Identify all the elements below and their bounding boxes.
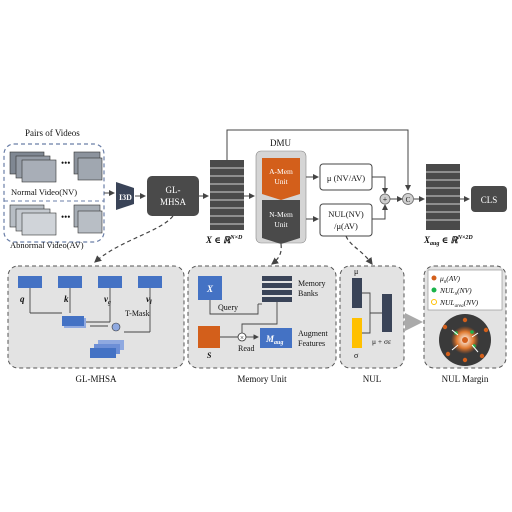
query-label: Query (218, 303, 238, 312)
nul-label-1: NUL(NV) (328, 209, 364, 219)
cls-label: CLS (481, 195, 498, 205)
mu-to-sample (362, 292, 382, 314)
legend-mu-icon (431, 275, 437, 281)
nmem-unit (262, 200, 300, 244)
arrow-mu-to-plus (372, 176, 388, 194)
abnormal-video-label: Abnormal Video(AV) (10, 240, 84, 250)
svg-text:•••: ••• (61, 158, 70, 168)
vg-label: vg (104, 294, 111, 306)
memory-banks-label-1: Memory (298, 279, 326, 288)
margin-panel-caption: NUL Margin (442, 374, 489, 384)
x-block-label: X (206, 284, 214, 294)
memory-banks-icon (262, 276, 292, 302)
query-line (209, 300, 259, 315)
mu-nv-av-label: μ (NV/AV) (327, 173, 365, 183)
sigma-to-sample (362, 313, 371, 334)
xaug-feature-stack (426, 164, 460, 230)
read-node-symbol: × (240, 334, 244, 342)
connector-dmu-detail (271, 243, 282, 265)
x-dimension-label: X ∈ ℝN×D (205, 235, 243, 245)
nul-label-2: /μ(AV) (334, 221, 358, 231)
amem-unit (262, 158, 300, 200)
memory-panel-caption: Memory Unit (237, 374, 287, 384)
glmhsa-panel-caption: GL-MHSA (75, 374, 117, 384)
sigma-label: σ (354, 351, 359, 360)
legend-nul-label: NULn(NV) (439, 286, 472, 297)
legend-nul-area-icon (431, 299, 437, 305)
glmhsa-attention-maps (62, 316, 124, 358)
sample-bar (382, 294, 392, 332)
skip-connection-line (226, 129, 411, 191)
augment-label-2: Features (298, 339, 325, 348)
svg-text:•••: ••• (61, 212, 70, 222)
vl-label: vl (146, 294, 152, 306)
normal-video-label: Normal Video(NV) (11, 187, 77, 197)
banks-to-read (241, 302, 278, 333)
maug-label: Maug (265, 334, 283, 346)
glmhsa-label-2: MHSA (160, 197, 187, 207)
connector-glmhsa-detail (94, 215, 174, 263)
glmhsa-lines (29, 288, 151, 333)
nul-formula: μ + σε (372, 337, 391, 346)
nul-panel-caption: NUL (363, 374, 382, 384)
glmhsa-panel (7, 265, 185, 369)
glmhsa-inputs (18, 276, 162, 288)
s-caption: S (207, 351, 212, 360)
amem-label-2: Unit (274, 177, 288, 186)
connector-nul-detail (345, 235, 373, 265)
x-block (198, 276, 222, 300)
sigma-bar (352, 318, 362, 348)
margin-illustration (439, 314, 491, 366)
arrow-nul-to-plus (372, 204, 388, 220)
normal-video-frames: ••• (9, 151, 103, 183)
s-block (198, 326, 220, 348)
memory-banks-label-2: Banks (298, 289, 318, 298)
mu-bar (352, 278, 362, 308)
tmask-label: T-Mask (125, 309, 150, 318)
concat-node (402, 193, 414, 205)
k-label: k (64, 294, 69, 304)
augment-label-1: Augment (298, 329, 329, 338)
nul-panel (339, 265, 405, 369)
x-feature-stack (210, 160, 244, 230)
margin-legend (427, 269, 503, 311)
dmu-title: DMU (270, 138, 292, 148)
legend-nul-area-label: NULarea(NV) (439, 298, 479, 309)
cls-block (471, 186, 507, 212)
nmem-label-1: N-Mem (269, 210, 293, 219)
plus-symbol: + (383, 195, 388, 204)
nmem-label-2: Unit (274, 220, 288, 229)
legend-mu-label: μn(AV) (440, 274, 461, 285)
maug-block (260, 328, 292, 348)
xaug-dimension-label: Xaug ∈ ℝN×2D (423, 235, 473, 247)
read-label: Read (238, 344, 254, 353)
legend-nul-icon (431, 287, 437, 293)
i3d-block (116, 182, 134, 210)
pairs-of-videos-title: Pairs of Videos (25, 128, 80, 138)
i3d-label: I3D (119, 193, 132, 202)
memory-unit-panel (187, 265, 337, 369)
mu-label: μ (354, 267, 358, 276)
q-label: q (20, 294, 25, 304)
concat-symbol: C (406, 196, 411, 204)
glmhsa-label-1: GL- (166, 185, 181, 195)
amem-label-1: A-Mem (269, 167, 293, 176)
abnormal-video-frames: ••• (9, 204, 103, 236)
glmhsa-block (147, 176, 199, 216)
